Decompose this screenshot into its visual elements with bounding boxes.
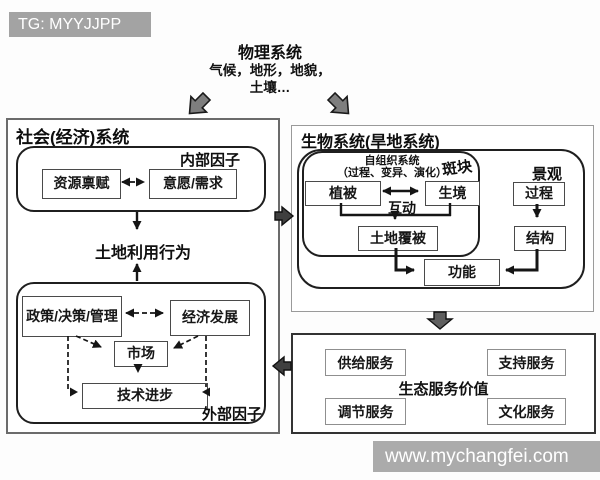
supply-service-box: 供给服务 [325,349,406,376]
social-system-title: 社会(经济)系统 [16,128,130,147]
culture-service-box: 文化服务 [487,398,566,425]
bio-system-title: 生物系统(旱地系统) [301,134,440,151]
land-use-behavior-label: 土地利用行为 [94,245,191,262]
physical-system-line1: 气候，地形，地貌， [209,63,331,78]
external-factors-label: 外部因子 [202,406,263,423]
self-organizing-detail: （过程、变异、演化） [337,167,447,179]
regulate-service-box: 调节服务 [325,398,406,425]
tg-watermark-badge: TG: MYYJJPP [9,12,151,37]
bio-system-box: 生物系统(旱地系统) 自组织系统 （过程、变异、演化） 斑块 植被 生境 互动 … [291,125,594,312]
will-demand-box: 意愿/需求 [149,169,237,199]
internal-factors-group [16,146,266,212]
habitat-box: 生境 [425,181,480,206]
vegetation-box: 植被 [305,181,381,206]
technology-progress-box: 技术进步 [82,383,208,409]
support-service-box: 支持服务 [487,349,566,376]
resource-endowment-box: 资源禀赋 [42,169,121,199]
eco-value-title: 生态服务价值 [398,381,489,398]
bio-outer-group [297,149,585,289]
economic-development-box: 经济发展 [170,300,250,336]
internal-factors-label: 内部因子 [180,152,241,169]
land-cover-box: 土地覆被 [358,226,438,251]
site-watermark: www.mychangfei.com [373,441,600,472]
physical-system-line2: 土壤… [249,80,291,95]
function-box: 功能 [424,259,500,286]
self-organizing-label: 自组织系统 [364,155,420,167]
external-factors-group [16,282,266,424]
eco-value-box: 供给服务 支持服务 生态服务价值 调节服务 文化服务 [291,333,596,434]
market-box: 市场 [114,341,168,367]
process-box: 过程 [513,182,565,206]
physical-system-title: 物理系统 [237,45,302,62]
social-system-box: 社会(经济)系统 内部因子 资源禀赋 意愿/需求 土地利用行为 政策/决策/管理… [6,118,280,434]
policy-decision-box: 政策/决策/管理 [22,296,122,337]
patch-label: 斑块 [441,157,474,179]
interaction-label: 互动 [388,200,416,216]
structure-box: 结构 [514,226,566,251]
landscape-label: 景观 [532,166,563,183]
block-arrow-bio-to-eco [426,311,454,330]
